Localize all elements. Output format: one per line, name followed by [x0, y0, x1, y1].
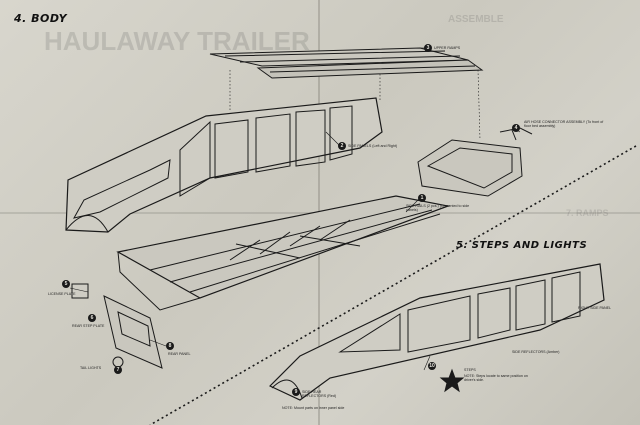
- label-rear-reflectors: SIDE REAR REFLECTORS (Red): [302, 390, 337, 399]
- marker-rear-step-plate: 6: [88, 314, 96, 322]
- front-bulkhead-part: [417, 127, 533, 197]
- label-rear-panel: REAR PANEL: [168, 352, 191, 356]
- floor-bed-part: [116, 195, 451, 311]
- right-side-panel-part: [268, 263, 605, 401]
- label-bottom-note: NOTE: Mount parts on inner panel side: [282, 406, 345, 410]
- marker-rear-panel: 8: [166, 342, 174, 350]
- section-divider: [149, 145, 637, 425]
- ghost-step-label: 7. RAMPS: [566, 208, 609, 218]
- label-upper-ramps: UPPER RAMPS: [434, 46, 461, 50]
- marker-side-rails: 1: [418, 194, 426, 202]
- marker-upper-ramps: 3: [424, 44, 432, 52]
- label-right-side-panel: RIGHT SIDE PANEL: [578, 306, 612, 310]
- rear-parts: [71, 283, 163, 369]
- side-panel-left-part: [65, 97, 383, 233]
- marker-side-panels: 2: [338, 142, 346, 150]
- steps-section-title: 5. STEPS AND LIGHTS: [456, 240, 588, 251]
- marker-side-reflectors: 10: [428, 362, 436, 370]
- marker-rear-reflectors: 9: [292, 388, 300, 396]
- label-license-plate: LICENSE PLATE: [48, 292, 76, 296]
- label-rear-step-plate: REAR STEP PLATE: [72, 324, 105, 328]
- body-section-title: 4. BODY: [14, 12, 68, 25]
- steps-star-marker: [439, 368, 465, 393]
- label-steps-note: NOTE: Steps locate to same position on d…: [464, 374, 528, 383]
- label-air-hose: AIR HOSE CONNECTOR ASSEMBLY (To front of…: [524, 120, 604, 129]
- marker-license-plate: 5: [62, 280, 70, 288]
- label-side-panels: SIDE PANELS (Left and Right): [348, 144, 398, 148]
- upper-ramps-part: [209, 47, 484, 79]
- marker-tail-lights: 7: [114, 366, 122, 374]
- label-steps: STEPS: [464, 368, 476, 372]
- ghost-assembly-header: ASSEMBLE: [448, 14, 504, 25]
- label-side-rails: SIDE RAILS (2 pcs.) (Cemented to side pa…: [406, 204, 470, 213]
- ghost-trailer-title: HAULAWAY TRAILER: [44, 26, 310, 56]
- label-tail-lights: TAIL LIGHTS: [80, 366, 102, 370]
- marker-air-hose: 4: [512, 124, 520, 132]
- label-side-reflectors: SIDE REFLECTORS (Amber): [512, 350, 560, 354]
